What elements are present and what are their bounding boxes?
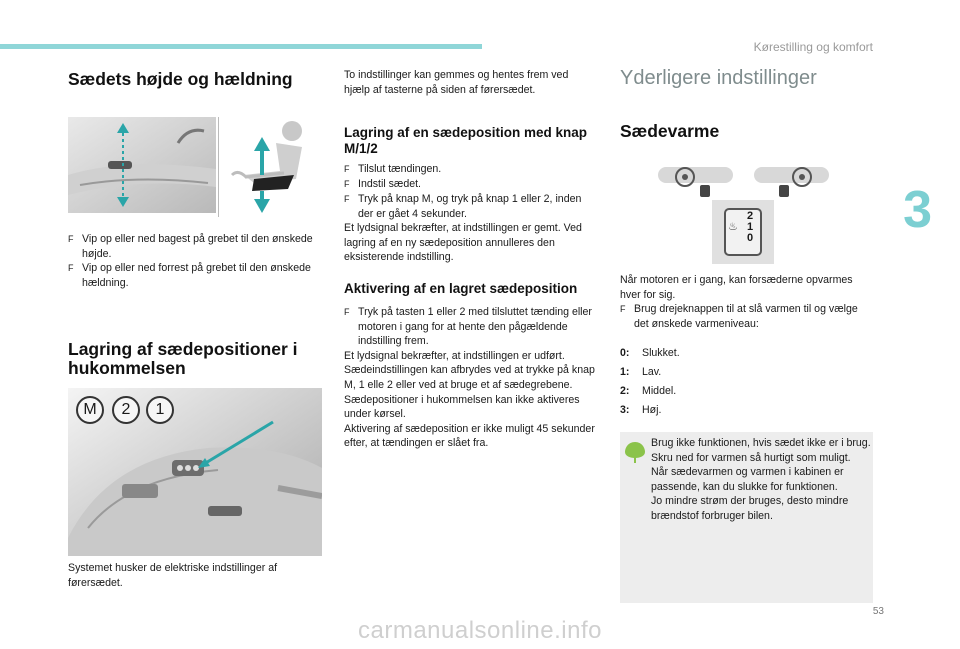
list-item: F Tryk på knap M, og tryk på knap 1 elle… [344,193,582,220]
list-item: F Vip op eller ned forrest på grebet til… [68,262,311,289]
memory-button-1: 1 [146,396,174,424]
seat-heating-instructions: Når motoren er i gang, kan forsæderne op… [620,273,875,331]
watermark: carmanualsonline.info [358,617,602,644]
list-item: F Indstil sædet. [344,178,422,190]
list-item: F Brug drejeknappen til at slå varmen ti… [620,303,858,330]
section-title-additional-settings: Yderligere indstillinger [620,67,817,89]
memory-buttons-illustration: M 2 1 [68,388,322,556]
memory-button-2: 2 [112,396,140,424]
eco-note-text: Brug ikke funktionen, hvis sædet ikke er… [651,437,871,523]
bullet-marker: F [68,234,74,244]
bullet-marker: F [344,194,350,204]
list-item: 0:Slukket. [620,347,680,359]
bullet-marker: F [620,304,626,315]
section-title-seat-height: Sædets højde og hældning [68,69,293,89]
illustration-divider [218,117,219,217]
eco-leaf-icon [624,440,646,464]
list-item: F Tryk på tasten 1 eller 2 med tilslutte… [344,306,592,348]
seat-lever-illustration [68,117,216,213]
section-title-seat-heating: Sædevarme [620,121,720,141]
chapter-number: 3 [903,181,932,239]
list-item: 2:Middel. [620,385,677,397]
page-number: 53 [872,606,884,617]
section-title-memory: Lagring af sædepositioner i hukommelsen [68,339,298,379]
list-item: F Tilslut tændingen. [344,163,442,175]
memory-caption: Systemet husker de elektriske indstillin… [68,562,278,589]
left-hand-drive-illustration [658,165,733,199]
bullet-marker: F [344,179,350,189]
header-accent-bar [0,44,482,49]
bullet-marker: F [344,164,350,174]
activate-position-instructions: F Tryk på tasten 1 eller 2 med tilslutte… [344,305,599,451]
seat-height-instructions: F Vip op eller ned bagest på grebet til … [68,232,318,290]
save-position-instructions: F Tilslut tændingen. F Indstil sædet. F … [344,162,599,265]
paragraph: Et lydsignal bekræfter, at indstillingen… [344,349,595,392]
section-title-save-position: Lagring af en sædeposition med knap M/1/… [344,125,588,156]
bullet-marker: F [68,263,74,274]
paragraph: Når motoren er i gang, kan forsæderne op… [620,274,853,301]
seat-silhouette-diagram [224,117,320,215]
eco-note-box [620,432,873,603]
list-item: 1:Lav. [620,366,662,378]
heating-levels-list: 0:Slukket. 1:Lav. 2:Middel. 3:Høj. [620,344,820,420]
memory-button-m: M [76,396,104,424]
section-title-activate-position: Aktivering af en lagret sædeposition [344,281,578,296]
paragraph: Aktivering af sædeposition er ikke mulig… [344,422,595,450]
seat-heating-knob: ♨ 2 1 0 [712,200,774,264]
paragraph: Sædepositioner i hukommelsen kan ikke ak… [344,393,580,421]
knob-scale: 2 1 0 [746,210,754,244]
right-hand-drive-illustration [754,165,829,199]
list-item: F Vip op eller ned bagest på grebet til … [68,233,313,260]
memory-intro: To indstillinger kan gemmes og hentes fr… [344,69,569,96]
list-item: 3:Høj. [620,404,662,416]
section-header: Kørestilling og komfort [753,40,873,54]
bullet-marker: F [344,307,350,317]
paragraph: Et lydsignal bekræfter, at indstillingen… [344,222,582,264]
seat-heat-icon: ♨ [728,221,738,233]
